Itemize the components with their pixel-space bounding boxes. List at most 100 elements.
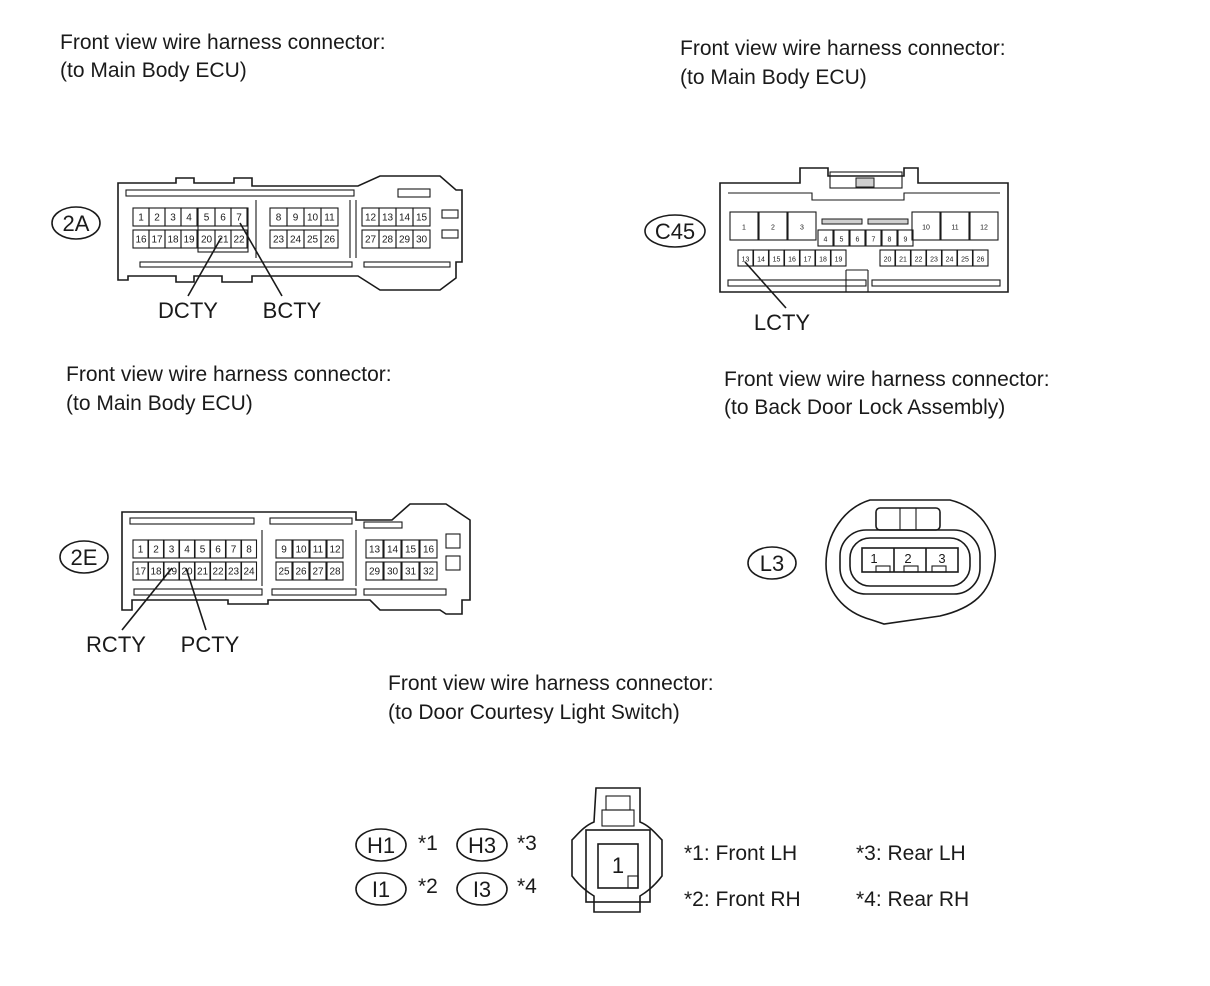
connector-c45-pin-9-cell <box>897 229 914 247</box>
connector-courtesy-id-i3: I3 <box>473 877 491 902</box>
connector-2a-pin-22-cell <box>230 229 248 249</box>
connector-2a-pin-23: 23 <box>273 235 285 246</box>
connector-c45-pin-6-cell <box>849 229 866 247</box>
connector-2a-pin-20: 20 <box>201 235 213 246</box>
connector-2e-pin-31: 31 <box>405 567 417 578</box>
connector-2a-pin-22: 22 <box>233 235 245 246</box>
connector-courtesy-housing <box>571 787 663 913</box>
connector-c45-key <box>845 269 869 292</box>
connector-2e-pin-11: 11 <box>313 545 324 556</box>
connector-2e-rib-top-3 <box>363 521 403 529</box>
connector-c45-pin-13: 13 <box>742 257 750 264</box>
connector-2e-callout-rcty: RCTY <box>86 632 146 657</box>
connector-2e-pin-26: 26 <box>295 567 307 578</box>
connector-c45-pin-20: 20 <box>884 257 892 264</box>
connector-2e-pin-14-cell <box>383 539 402 559</box>
connector-courtesy-mark-2: *2 <box>418 875 438 898</box>
connector-2a-latch <box>397 188 431 198</box>
connector-c45-slot-2 <box>867 218 909 225</box>
connector-2a-pin-6: 6 <box>220 213 226 224</box>
connector-l3-terminal-2 <box>903 565 919 573</box>
connector-c45-pin-15: 15 <box>773 257 781 264</box>
connector-2e-pin-4: 4 <box>184 545 190 556</box>
connector-2e-pin-27: 27 <box>312 567 324 578</box>
connector-courtesy-terminal <box>627 875 639 889</box>
connector-courtesy-id-bubble-i3 <box>456 872 508 906</box>
connector-2e-pin-10: 10 <box>295 545 307 556</box>
connector-c45-rib-left <box>727 279 867 287</box>
connector-c45-pin-3-cell <box>787 211 817 241</box>
connector-2e-pin-28-cell <box>326 561 344 581</box>
connector-courtesy-title: Front view wire harness connector: <box>388 672 714 695</box>
connector-c45-pin-25: 25 <box>961 257 969 264</box>
connector-2a-pin-12: 12 <box>365 213 377 224</box>
connector-c45-pin-1: 1 <box>742 225 746 232</box>
connector-2a-pin-17: 17 <box>151 235 163 246</box>
connector-c45-pin-23: 23 <box>930 257 938 264</box>
connector-c45-pin-19-cell <box>830 249 847 267</box>
connector-c45-rib-right <box>871 279 1001 287</box>
connector-courtesy-note-rear-rh: *4: Rear RH <box>856 888 969 911</box>
connector-2e-housing <box>121 503 471 615</box>
connector-2a-rib-bottom <box>139 261 353 268</box>
connector-2a-pin-14: 14 <box>399 213 411 224</box>
connector-c45-pin-18: 18 <box>819 257 827 264</box>
connector-c45-id-bubble <box>644 214 706 248</box>
connector-c45-pin-21: 21 <box>899 257 907 264</box>
connector-2a-id: 2A <box>63 211 90 236</box>
connector-c45-pin-3: 3 <box>800 225 804 232</box>
connector-l3-terminal-1 <box>875 565 891 573</box>
connector-2e-pin-24: 24 <box>243 567 255 578</box>
connector-c45-pin-9: 9 <box>904 237 908 244</box>
connector-c45-inner-top <box>728 192 1000 201</box>
connector-2e-pin-29-cell <box>365 561 384 581</box>
connector-2a-pin-27: 27 <box>365 235 377 246</box>
connector-2a-pin-25: 25 <box>307 235 319 246</box>
connector-2e-callout-line-2 <box>185 567 207 631</box>
connector-courtesy-pin-frame <box>597 843 639 889</box>
connector-c45-slot-1 <box>821 218 863 225</box>
connector-c45-pin-4-cell <box>817 229 834 247</box>
connector-2a-pin-3: 3 <box>170 213 176 224</box>
connector-c45-pin-8: 8 <box>888 237 892 244</box>
connector-2a-pin-7: 7 <box>236 213 242 224</box>
connector-2e-pin-29: 29 <box>369 567 381 578</box>
connector-2a-pin-2: 2 <box>154 213 160 224</box>
connector-c45-pin-4: 4 <box>824 237 828 244</box>
connector-courtesy-id-bubble-h1 <box>355 828 407 862</box>
connector-2a-callout-line-2 <box>239 222 283 297</box>
connector-2a-callout-bcty: BCTY <box>263 298 322 323</box>
connector-2e-pin-13-cell <box>365 539 384 559</box>
connector-c45: Front view wire harness connector: (to M… <box>644 37 1009 335</box>
connector-c45-pin-19: 19 <box>835 257 843 264</box>
connector-2a-pin-7-cell <box>230 207 248 227</box>
connector-2a-rib-top <box>125 189 355 197</box>
connector-c45-pin-14: 14 <box>757 257 765 264</box>
connector-2e-rib-bottom-2 <box>271 588 357 596</box>
connector-2a-subtitle: (to Main Body ECU) <box>60 59 247 82</box>
connector-2a-pin-5: 5 <box>204 213 210 224</box>
connector-2a-pin-11-cell <box>320 207 339 227</box>
connector-c45-pin-17: 17 <box>804 257 812 264</box>
connector-c45-pin-2-cell <box>758 211 788 241</box>
connector-2a-pin-4: 4 <box>186 213 192 224</box>
connector-2e-pin-18: 18 <box>150 567 162 578</box>
connector-c45-pin-12: 12 <box>980 225 988 232</box>
connector-2e-pin-27-cell <box>309 561 327 581</box>
connector-l3-terminal-3 <box>931 565 947 573</box>
connector-2a-title: Front view wire harness connector: <box>60 31 386 54</box>
connector-2e-pin-26-cell <box>292 561 310 581</box>
connector-l3-outer-shell <box>825 499 996 625</box>
connector-2e-pin-12: 12 <box>329 545 341 556</box>
connector-2e-pin-28: 28 <box>329 567 341 578</box>
connector-c45-pin-5: 5 <box>840 237 844 244</box>
connector-2a-callout-line-1 <box>187 237 222 297</box>
connector-2a-key-2 <box>441 229 459 239</box>
connector-2e-pin-16: 16 <box>423 545 435 556</box>
connector-c45-housing <box>719 167 1009 293</box>
connector-courtesy-subtitle: (to Door Courtesy Light Switch) <box>388 701 680 724</box>
connector-2e-pin-10-cell <box>292 539 310 559</box>
